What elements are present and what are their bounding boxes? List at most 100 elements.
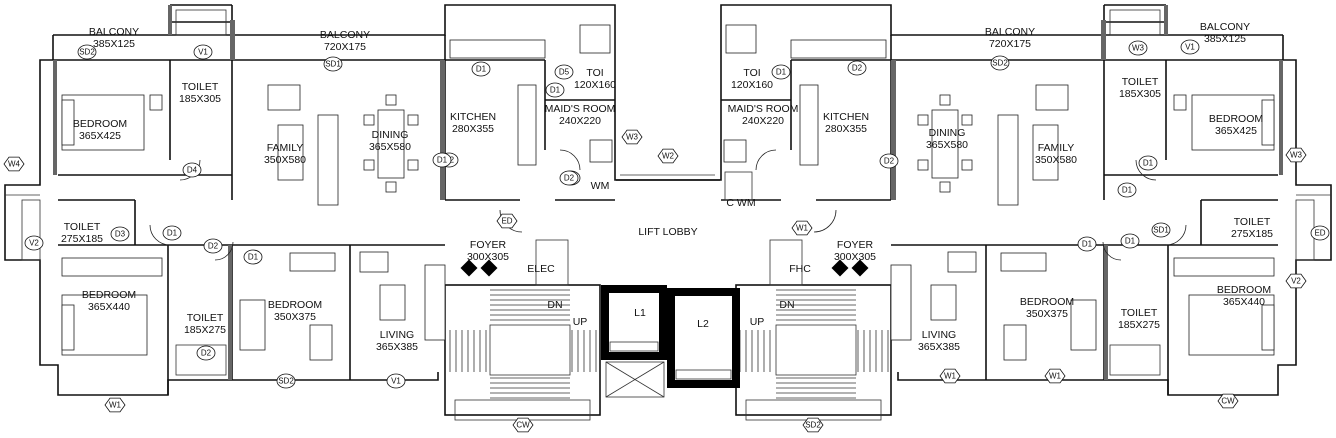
room-label-bedroom-r1-size: 365X425	[1215, 125, 1257, 137]
tag-marker-d2	[847, 60, 867, 76]
room-label-dining-l-size: 365X580	[369, 141, 411, 153]
room-label-toilet-r3-size: 185X275	[1118, 319, 1160, 331]
room-label-foyer-l-name: FOYER	[470, 239, 507, 251]
tag-label-sd2: SD2	[278, 377, 294, 386]
tag-label-sd1: SD1	[1153, 226, 1169, 235]
tag-marker-d1	[1077, 236, 1097, 252]
tag-marker-ed	[496, 213, 518, 229]
tag-label-ed: ED	[501, 217, 512, 226]
tag-marker-v2	[24, 235, 44, 251]
room-label-bedroom-l1-size: 365X425	[79, 130, 121, 142]
tag-label-d2: D2	[852, 64, 863, 73]
room-labels: BALCONY385X125BALCONY720X175TOILET185X30…	[61, 21, 1273, 353]
tag-label-w1: W1	[796, 224, 809, 233]
tag-label-d5: D5	[559, 68, 570, 77]
tag-marker-w4	[3, 156, 25, 172]
furniture	[61, 24, 1275, 361]
tag-marker-sd2	[276, 373, 296, 389]
room-label-toilet-l2-size: 275X185	[61, 233, 103, 245]
tag-marker-d1	[771, 64, 791, 80]
room-label-fhc-name: FHC	[789, 263, 811, 275]
room-label-maids-l-size: 240X220	[559, 115, 601, 127]
room-label-living-r-size: 365X385	[918, 341, 960, 353]
tag-marker-d1	[545, 82, 565, 98]
tag-label-w4: W4	[8, 160, 21, 169]
room-label-foyer-r-name: FOYER	[837, 239, 874, 251]
tag-marker-d2	[879, 153, 899, 169]
tag-marker-v1	[193, 44, 213, 60]
tag-label-sd2: SD2	[805, 421, 821, 430]
room-label-bedroom-l2-size: 365X440	[88, 301, 130, 313]
room-label-balcony-r-name: BALCONY	[985, 26, 1035, 38]
tag-label-d1: D1	[437, 156, 448, 165]
room-label-up-r-name: UP	[750, 316, 765, 328]
tag-marker-d1	[162, 225, 182, 241]
room-label-balcony-r-size: 720X175	[989, 38, 1031, 50]
tag-marker-v1	[1180, 39, 1200, 55]
tag-label-w3: W3	[1132, 44, 1145, 53]
room-label-living-l-name: LIVING	[380, 329, 414, 341]
tag-label-w1: W1	[109, 401, 122, 410]
room-label-bedroom-l1-name: BEDROOM	[73, 118, 127, 130]
tag-label-cw: CW	[1221, 397, 1235, 406]
tag-label-v2: V2	[29, 239, 39, 248]
tag-label-w1: W1	[1049, 372, 1062, 381]
stair-treads	[449, 289, 889, 399]
room-label-dn-l-name: DN	[547, 299, 562, 311]
room-label-bedroom-r1-name: BEDROOM	[1209, 113, 1263, 125]
tag-marker-d1	[432, 152, 452, 168]
tag-label-d2: D2	[208, 242, 219, 251]
tag-label-d1: D1	[1125, 237, 1136, 246]
room-label-family-r-name: FAMILY	[1038, 142, 1075, 154]
room-label-toilet-r2-size: 275X185	[1231, 228, 1273, 240]
tag-marker-sd1	[1151, 222, 1171, 238]
room-label-bedroom-l3-size: 350X375	[274, 311, 316, 323]
room-label-living-l-size: 365X385	[376, 341, 418, 353]
tag-marker-d1	[1138, 155, 1158, 171]
room-label-foyer-l-size: 300X305	[467, 251, 509, 263]
room-label-up-l-name: UP	[573, 316, 588, 328]
tag-marker-w2	[657, 148, 679, 164]
room-label-balcony-tr-name: BALCONY	[1200, 21, 1250, 33]
tag-marker-sd2	[990, 55, 1010, 71]
tag-marker-d1	[471, 61, 491, 77]
room-label-foyer-r-size: 300X305	[834, 251, 876, 263]
room-label-kitchen-r-name: KITCHEN	[823, 111, 869, 123]
tag-label-d2: D2	[201, 349, 212, 358]
room-label-toilet-r3-name: TOILET	[1121, 307, 1158, 319]
room-label-bedroom-r3-name: BEDROOM	[1020, 296, 1074, 308]
room-label-kitchen-l-name: KITCHEN	[450, 111, 496, 123]
tag-label-v2: V2	[1291, 277, 1301, 286]
room-label-bedroom-r2-name: BEDROOM	[1217, 284, 1271, 296]
room-label-family-l-name: FAMILY	[267, 142, 304, 154]
room-label-toilet-l2-name: TOILET	[64, 221, 101, 233]
tag-label-w3: W3	[626, 133, 639, 142]
tag-marker-d5	[554, 64, 574, 80]
room-label-lobby-name: LIFT LOBBY	[638, 226, 697, 238]
tag-label-d1: D1	[1122, 186, 1133, 195]
tag-marker-d1	[243, 249, 263, 265]
tag-label-ed: ED	[1314, 229, 1325, 238]
tag-label-d1: D1	[1143, 159, 1154, 168]
room-label-bedroom-l2-name: BEDROOM	[82, 289, 136, 301]
tag-label-sd2: SD2	[79, 48, 95, 57]
room-label-balcony-l-size: 720X175	[324, 41, 366, 53]
tag-label-d1: D1	[776, 68, 787, 77]
tag-label-w1: W1	[944, 372, 957, 381]
room-label-toilet-rc-size: 120X160	[731, 79, 773, 91]
room-label-family-r-size: 350X580	[1035, 154, 1077, 166]
room-label-elec-name: ELEC	[527, 263, 555, 275]
tag-label-d3: D3	[115, 230, 126, 239]
room-label-bedroom-l3-name: BEDROOM	[268, 299, 322, 311]
tag-label-d1: D1	[1082, 240, 1093, 249]
tag-marker-d1	[1120, 233, 1140, 249]
tag-label-v1: V1	[1185, 43, 1195, 52]
room-label-toilet-r2-name: TOILET	[1234, 216, 1271, 228]
room-label-toilet-l1-name: TOILET	[182, 81, 219, 93]
tag-marker-w1	[939, 368, 961, 384]
room-label-toilet-l1-size: 185X305	[179, 93, 221, 105]
tag-marker-d2	[196, 345, 216, 361]
tag-label-d2: D2	[564, 174, 575, 183]
room-label-dining-r-size: 365X580	[926, 139, 968, 151]
